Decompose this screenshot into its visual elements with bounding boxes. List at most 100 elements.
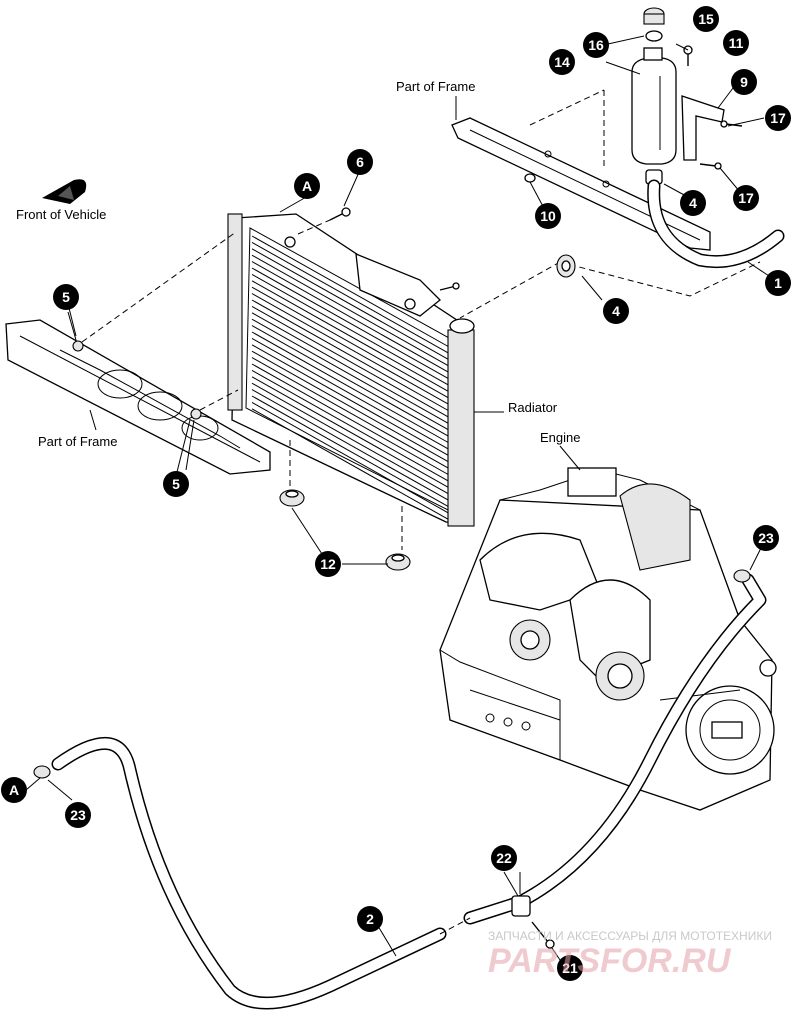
leader-12 [291, 507, 388, 565]
nut-10 [524, 173, 536, 183]
radiator-fin [251, 331, 459, 449]
callout-4-upper: 4 [680, 190, 706, 216]
bolt-6-guide [297, 219, 331, 235]
clamp-bolt-21 [531, 921, 555, 949]
radiator-fin [251, 357, 459, 475]
callout-11: 11 [723, 30, 749, 56]
radiator-fin [251, 337, 459, 455]
svg-text:23: 23 [70, 807, 86, 823]
svg-text:1: 1 [774, 275, 782, 291]
svg-text:4: 4 [689, 195, 697, 211]
radiator-fin [251, 235, 459, 353]
radiator-fin [251, 363, 459, 481]
grommet-12-guide [289, 440, 403, 550]
hose-split-guide [439, 917, 471, 935]
radiator-fin [251, 299, 459, 417]
engine-leader [559, 445, 581, 471]
coolant-reservoir [631, 47, 677, 165]
coolant-hose-2 [51, 573, 767, 1010]
reservoir-cap [643, 7, 665, 42]
svg-text:15: 15 [698, 11, 714, 27]
radiator-fin [251, 261, 459, 379]
callout-15: 15 [693, 6, 719, 32]
svg-text:17: 17 [770, 110, 786, 126]
radiator-label: Radiator [508, 400, 558, 415]
watermark-logo: PARTSFOR.RU [488, 942, 732, 980]
tank-mount-guide [529, 89, 761, 297]
frame-nut-upper [72, 340, 84, 352]
svg-text:10: 10 [540, 208, 556, 224]
callout-22: 22 [491, 845, 517, 871]
svg-text:5: 5 [62, 289, 70, 305]
svg-text:17: 17 [738, 190, 754, 206]
radiator-fin [251, 286, 459, 404]
hose-fitting-engine [733, 569, 751, 583]
grommet-12-right [385, 553, 411, 571]
callout-23-engine: 23 [753, 525, 779, 551]
frame-leaders [67, 311, 195, 471]
callout-12: 12 [315, 551, 341, 577]
callout-6: 6 [347, 149, 373, 175]
callout-2: 2 [357, 906, 383, 932]
watermark-tagline: ЗАПЧАСТИ И АКСЕССУАРЫ ДЛЯ МОТОТЕХНИКИ [488, 929, 772, 943]
svg-text:A: A [9, 782, 19, 798]
front-of-vehicle-arrow-icon [42, 179, 87, 204]
radiator-fin [251, 376, 459, 494]
leader-21-22 [503, 871, 561, 961]
callout-17-upper: 17 [765, 105, 791, 131]
callout-4-lower: 4 [603, 298, 629, 324]
svg-text:5: 5 [172, 476, 180, 492]
callout-a-radiator: A [294, 173, 320, 199]
radiator-fin [251, 350, 459, 468]
grommet-4-lower [556, 254, 576, 278]
radiator-fin [251, 389, 459, 507]
radiator-fin [251, 273, 459, 391]
radiator-fin [251, 382, 459, 500]
callout-23-left: 23 [65, 802, 91, 828]
svg-text:6: 6 [356, 154, 364, 170]
reservoir-bracket [681, 95, 725, 161]
hose-guide-line [459, 261, 561, 319]
callout-1: 1 [765, 270, 791, 296]
upper-frame-rail [451, 117, 711, 251]
frame-nut-lower [190, 408, 202, 420]
svg-text:11: 11 [729, 35, 744, 51]
svg-text:12: 12 [320, 556, 336, 572]
frame-mount-guide [81, 231, 239, 411]
callout-10: 10 [535, 203, 561, 229]
svg-text:14: 14 [554, 54, 570, 70]
reservoir-screw-lower [699, 162, 722, 170]
callout-a-hose: A [1, 777, 27, 803]
callout-14: 14 [549, 49, 575, 75]
callout-9: 9 [731, 69, 757, 95]
callout-17-lower: 17 [733, 185, 759, 211]
engine-label: Engine [540, 430, 580, 445]
svg-text:16: 16 [588, 37, 604, 53]
svg-text:2: 2 [366, 911, 374, 927]
part-of-frame-top-label: Part of Frame [396, 79, 475, 94]
svg-text:22: 22 [496, 850, 512, 866]
callout-21: 21 [557, 955, 583, 981]
radiator-fin [251, 318, 459, 436]
svg-text:A: A [302, 178, 312, 194]
radiator-fin [251, 325, 459, 443]
radiator [227, 213, 475, 527]
radiator-fin [251, 248, 459, 366]
hose-clamp-22 [511, 895, 531, 917]
radiator-fin [251, 395, 459, 513]
part-of-frame-left-label: Part of Frame [38, 434, 117, 449]
radiator-fin [251, 267, 459, 385]
radiator-fin [251, 312, 459, 430]
svg-text:9: 9 [740, 74, 748, 90]
front-of-vehicle-label: Front of Vehicle [16, 207, 106, 222]
radiator-fin [251, 401, 459, 519]
grommet-12-left [279, 489, 305, 507]
callout-5-upper: 5 [53, 284, 79, 310]
lower-frame-plate [5, 319, 271, 475]
radiator-fin [251, 344, 459, 462]
svg-text:21: 21 [562, 960, 578, 976]
radiator-bolt-6 [329, 207, 351, 221]
overflow-hose-1 [647, 179, 785, 269]
callout-5-lower: 5 [163, 471, 189, 497]
